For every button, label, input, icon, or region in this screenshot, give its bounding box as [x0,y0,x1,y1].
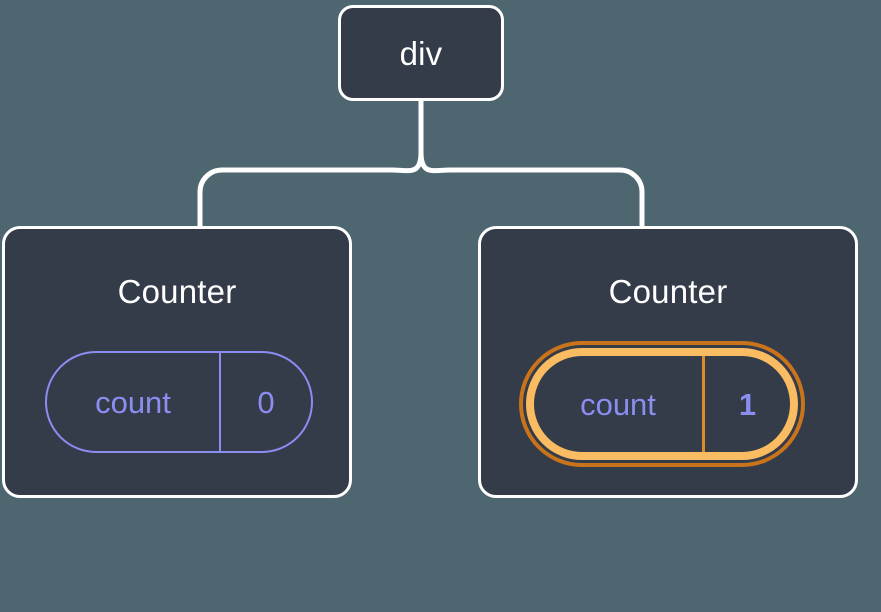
state-pill-count-right[interactable]: count 1 [519,341,805,467]
node-counter-right[interactable]: Counter count 1 [478,226,858,498]
node-div[interactable]: div [338,5,504,101]
node-counter-left[interactable]: Counter count 0 [2,226,352,498]
counter-right-title: Counter [608,273,728,310]
state-key-label: count [95,384,171,420]
state-value-label: 0 [219,353,311,451]
state-pill-highlight-ring: count 1 [526,348,798,460]
state-key-label: count [580,386,656,422]
state-pill-count-left[interactable]: count 0 [45,351,313,453]
state-value-label: 1 [702,356,790,452]
node-div-label: div [399,34,443,72]
connector-to-left-card [197,149,424,229]
connector-to-right-card [418,149,645,229]
diagram-canvas: div Counter count 0 Counter count 1 [2,5,858,498]
counter-left-title: Counter [117,273,237,310]
